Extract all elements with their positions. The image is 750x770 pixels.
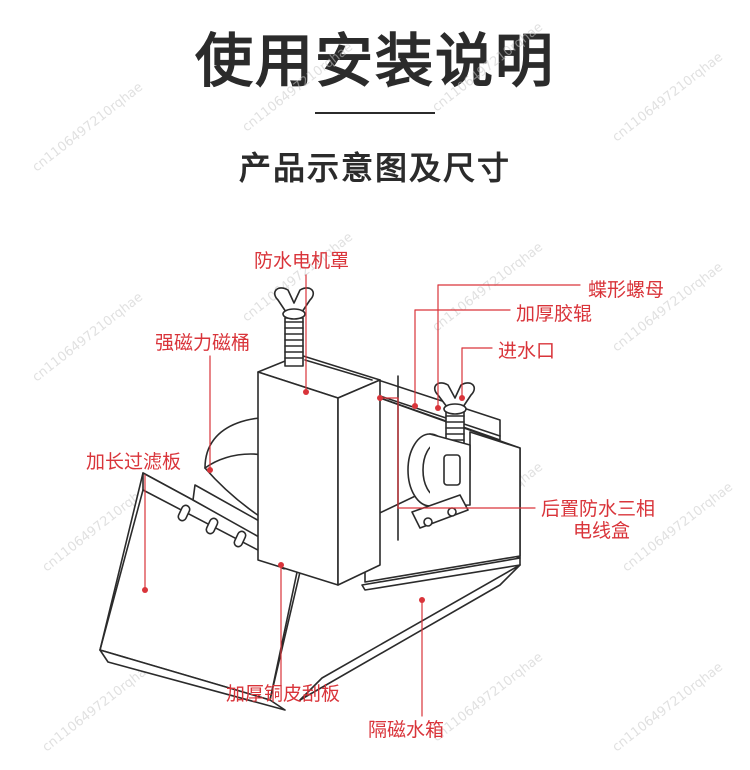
bolt-left	[273, 287, 315, 367]
label-junction-box-line1: 后置防水三相	[541, 498, 656, 520]
section-subtitle: 产品示意图及尺寸	[238, 149, 511, 187]
label-butterfly-nut: 蝶形螺母	[588, 279, 665, 301]
page-title: 使用安装说明	[194, 27, 555, 95]
label-magnetic-drum: 强磁力磁桶	[155, 332, 251, 354]
label-scraper: 加厚铜皮刮板	[226, 683, 341, 705]
rubber-roller	[407, 433, 471, 529]
label-rubber-roller: 加厚胶辊	[516, 303, 593, 325]
label-filter-plate: 加长过滤板	[86, 451, 182, 473]
leader-dots	[142, 389, 465, 603]
label-water-tank: 隔磁水箱	[368, 719, 445, 741]
leader-lines	[144, 274, 581, 717]
label-motor-cover: 防水电机罩	[254, 250, 350, 272]
label-junction-box-line2: 电线盒	[573, 520, 631, 542]
title-divider	[315, 112, 435, 114]
motor-cover	[257, 354, 381, 586]
label-water-inlet: 进水口	[498, 340, 556, 362]
